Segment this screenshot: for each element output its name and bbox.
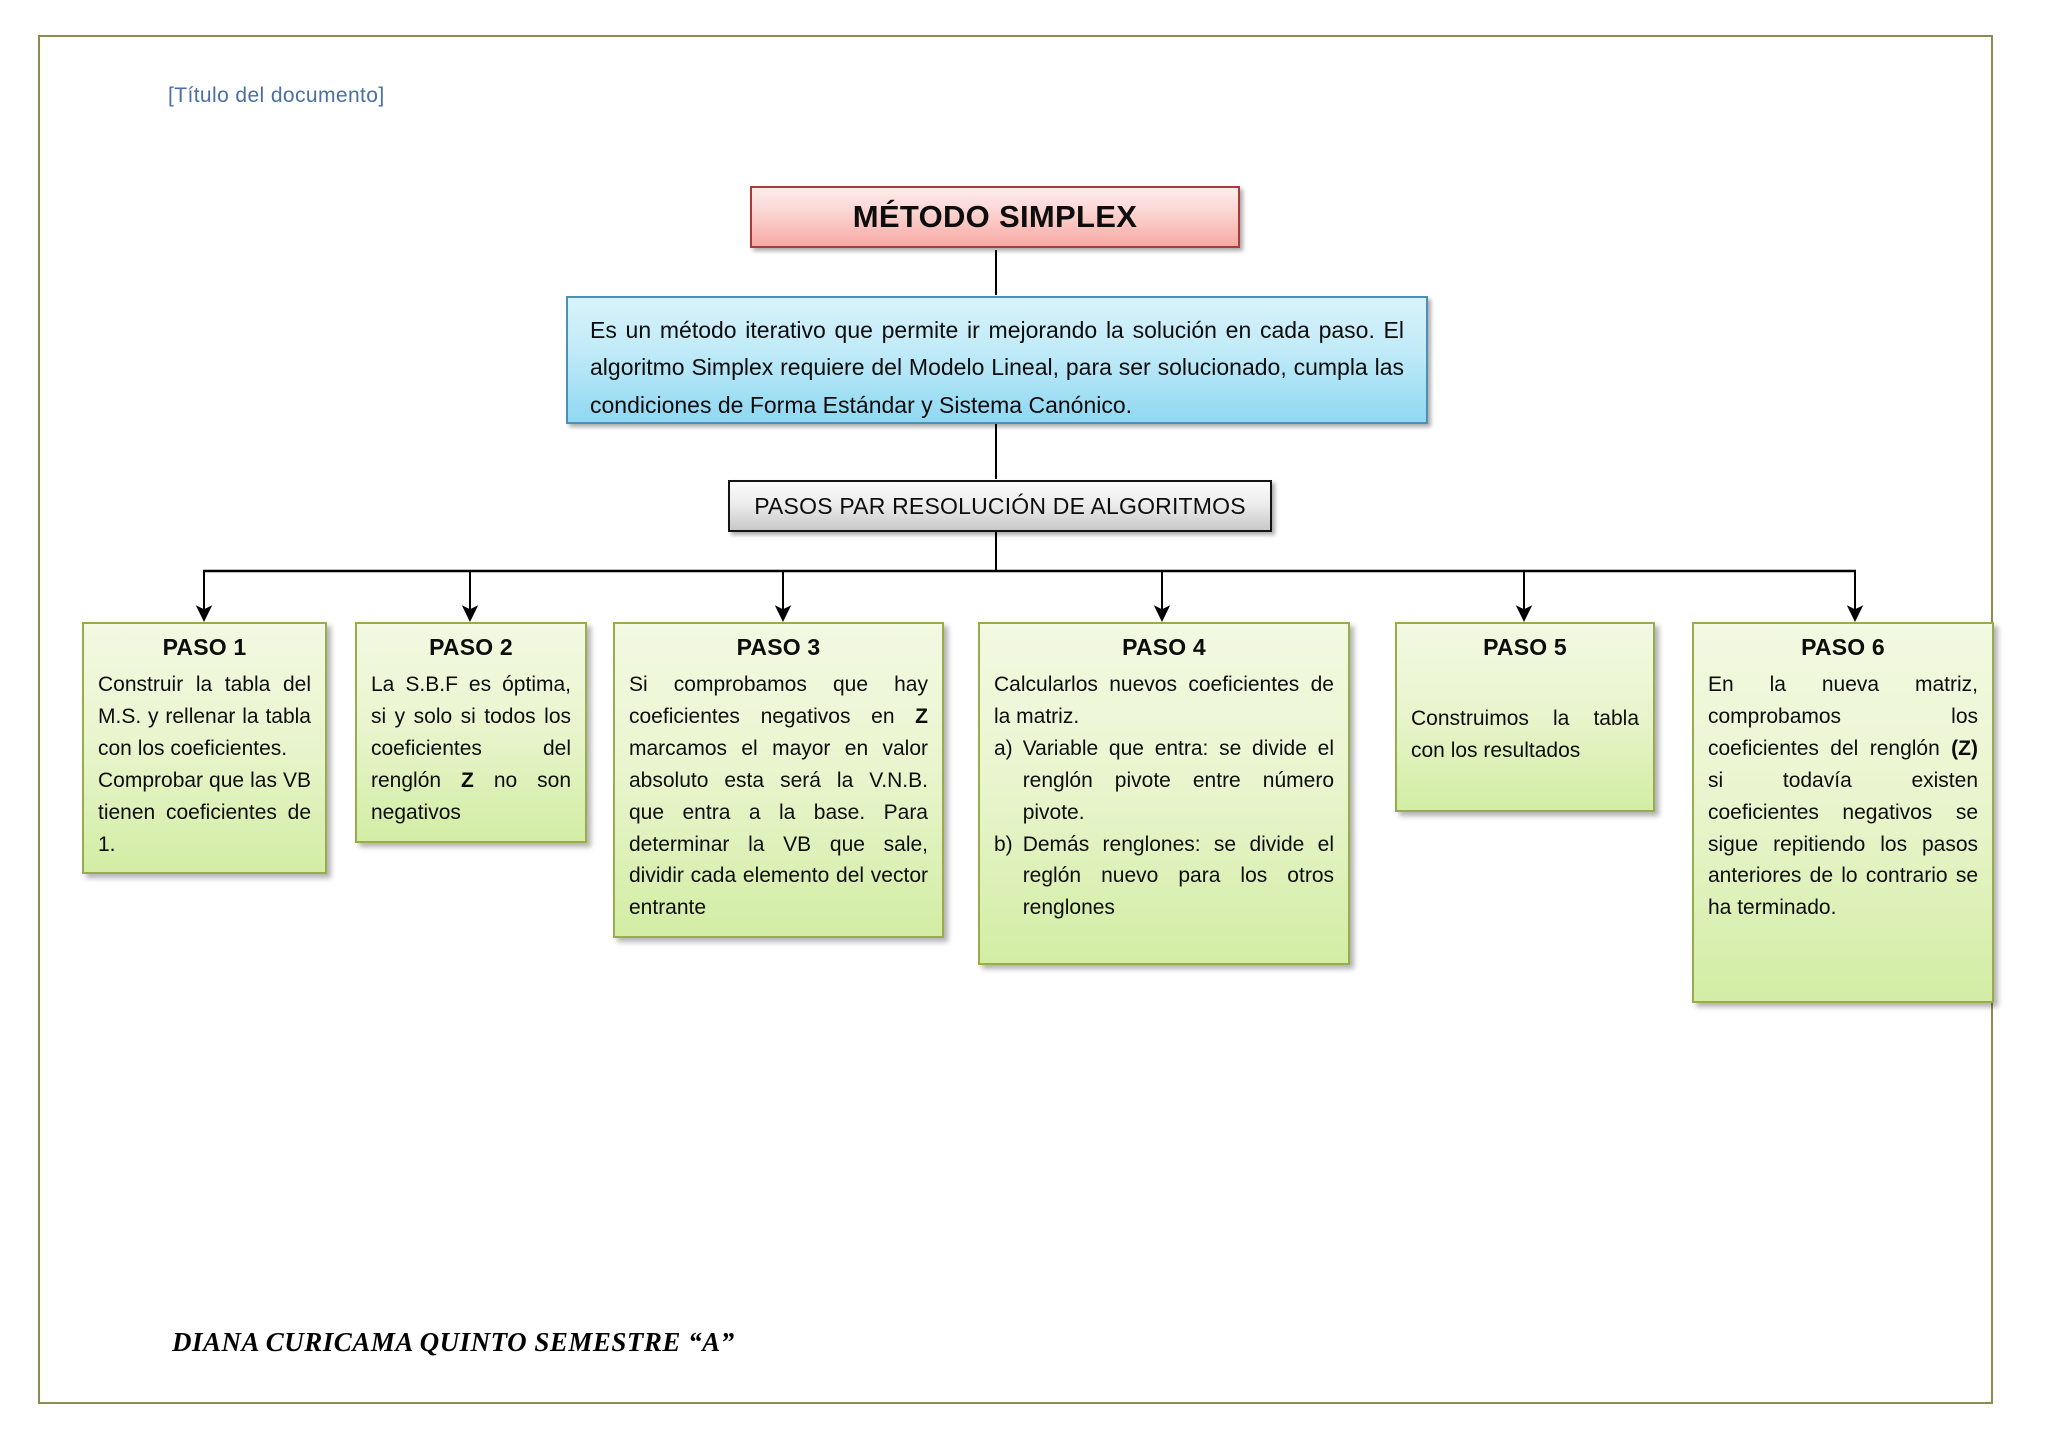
node-paso-6-line-1: En la nueva matriz, comprobamos los coef… — [1708, 673, 1978, 920]
node-paso-5-line-1: Construimos la tabla con los resultados — [1411, 707, 1639, 762]
node-metodo-simplex: MÉTODO SIMPLEX — [750, 186, 1240, 248]
node-paso-4-title: PASO 4 — [1122, 634, 1206, 660]
node-paso-3-body: Si comprobamos que hay coeficientes nega… — [629, 669, 928, 924]
node-paso-6-body: En la nueva matriz, comprobamos los coef… — [1708, 669, 1978, 924]
node-paso-3-title: PASO 3 — [736, 634, 821, 660]
node-description: Es un método iterativo que permite ir me… — [566, 296, 1428, 424]
node-paso-2-title: PASO 2 — [429, 634, 513, 660]
node-paso-6: PASO 6 En la nueva matriz, comprobamos l… — [1692, 622, 1994, 1003]
node-paso-1-line-1: Construir la tabla del M.S. y rellenar l… — [98, 673, 311, 760]
document-header-title: [Título del documento] — [168, 84, 385, 107]
node-paso-4-text-b: Demás renglones: se divide el reglón nue… — [1022, 832, 1334, 920]
footer-author: DIANA CURICAMA QUINTO SEMESTRE “A” — [172, 1327, 735, 1357]
node-paso-4-marker-b: b) — [994, 832, 1013, 856]
node-metodo-simplex-label: MÉTODO SIMPLEX — [852, 199, 1138, 234]
node-paso-4-text-a: Variable que entra: se divide el renglón… — [1022, 736, 1334, 824]
node-paso-4: PASO 4 Calcularlos nuevos coeficientes d… — [978, 622, 1350, 965]
node-paso-4-body: Calcularlos nuevos coeficientes de la ma… — [994, 669, 1334, 924]
node-paso-1-line-2: Comprobar que las VB tienen coeficientes… — [98, 768, 311, 856]
node-paso-1-title: PASO 1 — [162, 634, 247, 660]
node-paso-5-title: PASO 5 — [1483, 634, 1567, 660]
node-paso-2-body: La S.B.F es óptima, si y solo si todos l… — [371, 669, 571, 829]
node-paso-1-body: Construir la tabla del M.S. y rellenar l… — [98, 669, 311, 860]
node-paso-4-line-1: Calcularlos nuevos coeficientes de la ma… — [994, 673, 1334, 728]
node-paso-5-spacer — [1411, 669, 1639, 703]
node-paso-1: PASO 1 Construir la tabla del M.S. y rel… — [82, 622, 327, 875]
node-steps-header-label: PASOS PAR RESOLUCIÓN DE ALGORITMOS — [754, 492, 1246, 519]
node-steps-header: PASOS PAR RESOLUCIÓN DE ALGORITMOS — [728, 480, 1272, 532]
node-paso-2: PASO 2 La S.B.F es óptima, si y solo si … — [355, 622, 587, 843]
node-paso-4-list-item-a: a) Variable que entra: se divide el reng… — [994, 733, 1334, 829]
node-paso-5: PASO 5 Construimos la tabla con los resu… — [1395, 622, 1655, 812]
node-paso-6-title: PASO 6 — [1801, 634, 1885, 660]
node-description-text: Es un método iterativo que permite ir me… — [590, 317, 1404, 418]
node-paso-4-list-item-b: b) Demás renglones: se divide el reglón … — [994, 829, 1334, 925]
node-paso-3: PASO 3 Si comprobamos que hay coeficient… — [613, 622, 944, 939]
node-paso-5-body: Construimos la tabla con los resultados — [1411, 669, 1639, 767]
node-paso-4-marker-a: a) — [994, 736, 1013, 760]
node-paso-2-line-1: La S.B.F es óptima, si y solo si todos l… — [371, 673, 572, 824]
node-paso-3-line-1: Si comprobamos que hay coeficientes nega… — [629, 673, 928, 920]
